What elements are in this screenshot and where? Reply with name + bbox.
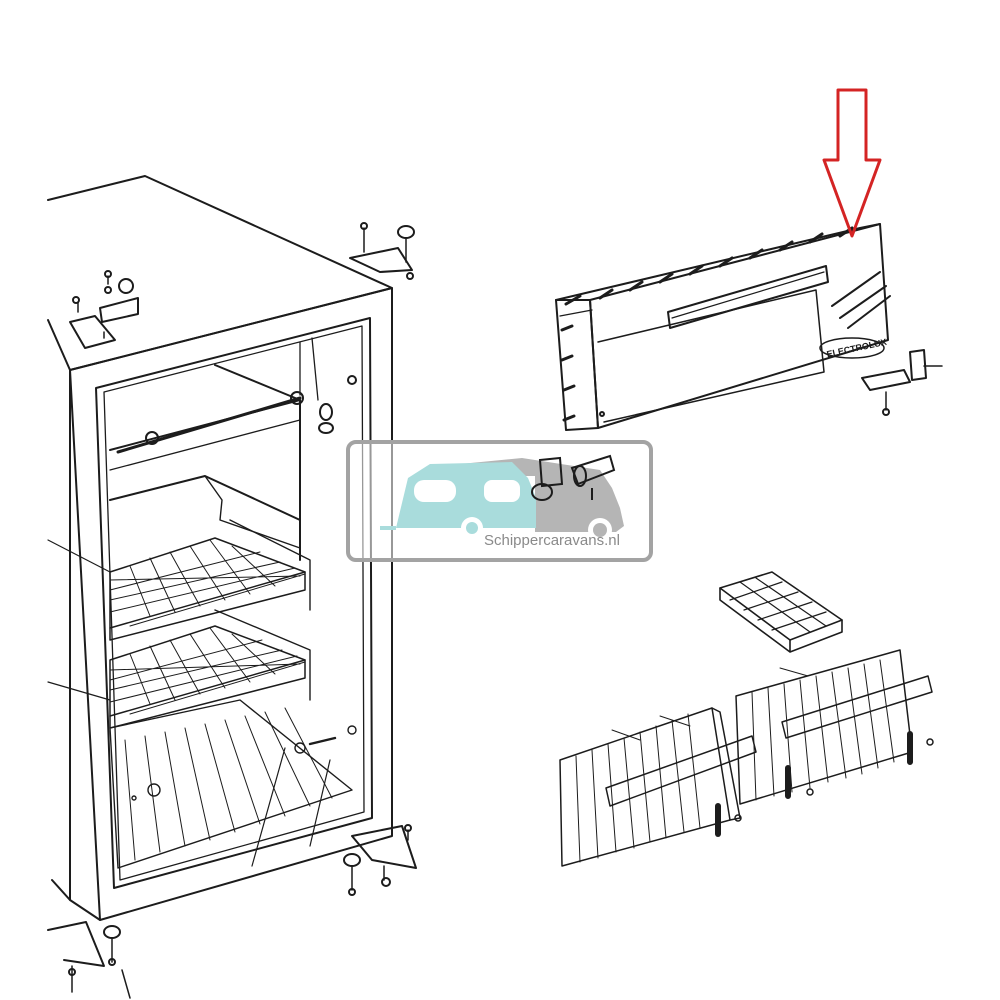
cabinet-front-opening bbox=[95, 317, 373, 889]
bottom-rack bbox=[109, 699, 357, 869]
watermark-logo bbox=[346, 440, 653, 562]
vent-grille-right bbox=[735, 649, 934, 805]
camper-icon bbox=[440, 458, 624, 532]
caravan-icon bbox=[396, 462, 536, 528]
vent-grille-left bbox=[559, 707, 757, 867]
red-indicator-arrow bbox=[822, 88, 882, 238]
cabinet-front-frame bbox=[69, 287, 393, 921]
door-left-edge bbox=[555, 299, 599, 431]
crossbar-bolt bbox=[145, 431, 159, 445]
wire-shelf-upper bbox=[109, 537, 306, 641]
top-right-hinge bbox=[349, 222, 415, 280]
fridge-cabinet bbox=[47, 175, 393, 921]
cabinet-side bbox=[47, 319, 71, 901]
wire-shelf-lower bbox=[109, 625, 306, 729]
bottom-left-hinge bbox=[47, 921, 131, 999]
bottom-right-hinge bbox=[343, 824, 417, 896]
top-left-hinge bbox=[69, 270, 139, 349]
door-handle bbox=[667, 265, 829, 329]
brand-logo bbox=[819, 337, 885, 359]
grille-handle-right bbox=[781, 675, 933, 739]
watermark-text: Schippercaravans.nl bbox=[484, 532, 620, 549]
freezer-compartment bbox=[109, 475, 301, 549]
cabinet-top bbox=[47, 175, 393, 371]
door-front bbox=[589, 223, 889, 429]
grille-handle-left bbox=[605, 735, 757, 807]
freezer-door bbox=[555, 223, 891, 431]
door-hinge bbox=[861, 349, 943, 416]
rack-bolt bbox=[147, 783, 161, 797]
ice-tray bbox=[719, 571, 843, 653]
leader-lines bbox=[47, 539, 331, 867]
